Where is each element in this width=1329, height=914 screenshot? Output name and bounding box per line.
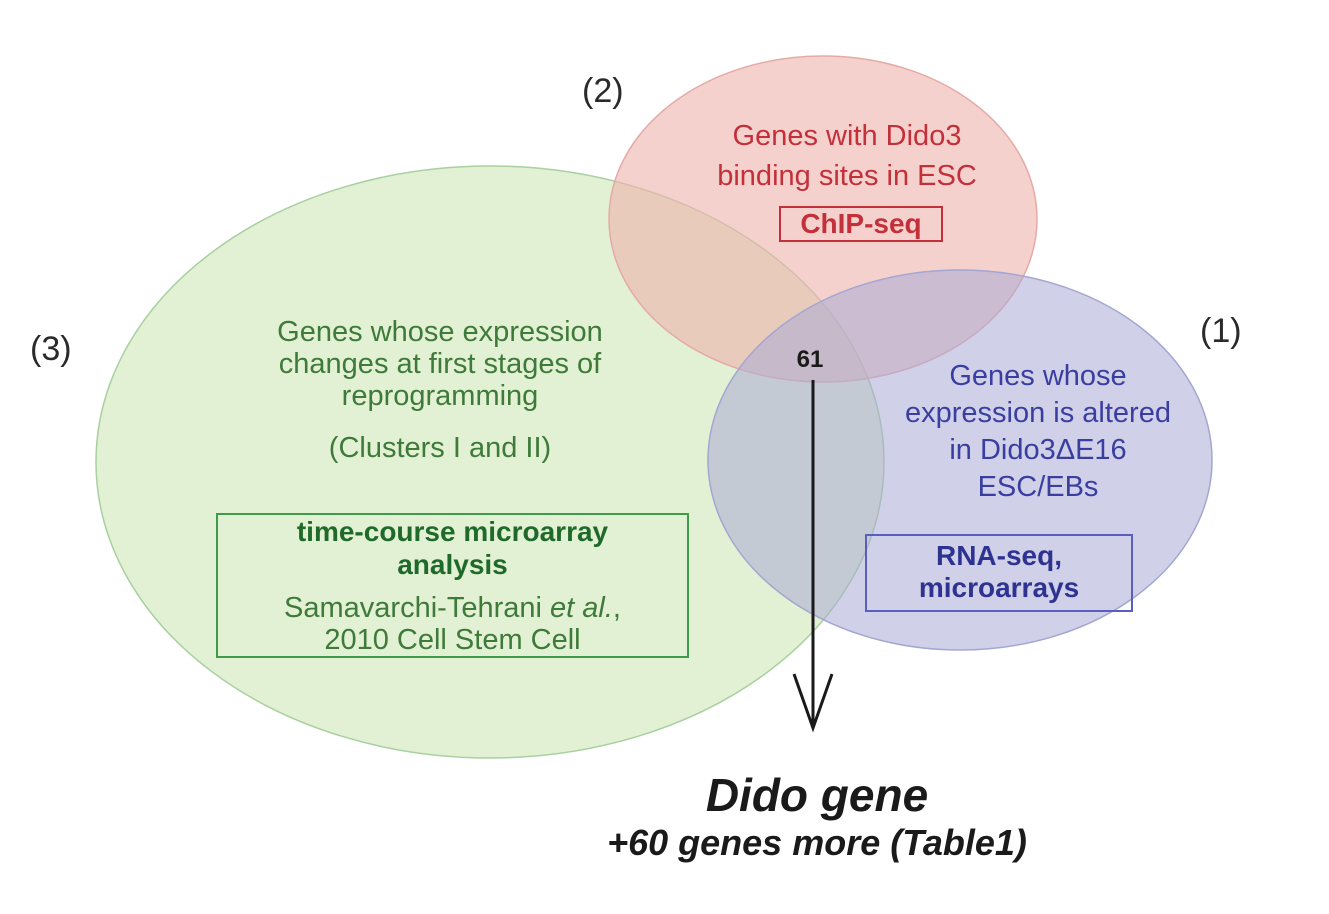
- set3-method-line2: analysis: [397, 549, 508, 580]
- result-arrow-head: [792, 673, 834, 733]
- set2-method-box: ChIP-seq: [779, 206, 943, 242]
- set3-method-line1: time-course microarray: [296, 516, 609, 547]
- set2-number: (2): [582, 72, 624, 110]
- set3-ref-etal: et al.: [550, 592, 613, 624]
- set3-ref-line2: 2010 Cell Stem Cell: [324, 624, 581, 656]
- set1-number: (1): [1200, 312, 1242, 350]
- set2-description: Genes with Dido3 binding sites in ESC: [647, 116, 1047, 196]
- set1-circle: [707, 269, 1213, 651]
- set3-clusters: (Clusters I and II): [328, 432, 552, 464]
- set3-line2: changes at first stages of: [278, 348, 602, 380]
- set3-line3: reprogramming: [341, 380, 539, 412]
- set1-line4: ESC/EBs: [977, 471, 1099, 503]
- set1-description: Genes whose expression is altered in Did…: [838, 358, 1238, 506]
- set3-ref-line1: Samavarchi-Tehrani et al.,: [216, 592, 689, 624]
- result-subtitle: +60 genes more (Table1): [607, 822, 1027, 863]
- set3-method-box: [216, 513, 689, 658]
- set1-method-line1: RNA-seq,: [935, 540, 1062, 571]
- set1-line2: expression is altered: [905, 397, 1171, 429]
- set3-reference: Samavarchi-Tehrani et al., 2010 Cell Ste…: [216, 592, 689, 656]
- set3-number: (3): [30, 330, 72, 368]
- set2-line1: Genes with Dido3: [732, 120, 962, 152]
- set3-ref-comma: ,: [612, 592, 621, 624]
- set3-description: Genes whose expression changes at first …: [240, 316, 640, 412]
- set1-method-box: [865, 534, 1133, 612]
- set3-line1: Genes whose expression: [277, 316, 603, 348]
- set2-line2: binding sites in ESC: [717, 160, 977, 192]
- set1-line1: Genes whose: [949, 360, 1127, 392]
- result-title: Dido gene: [705, 769, 929, 821]
- set3-method: time-course microarray analysis: [216, 515, 689, 581]
- set1-line3: in Dido3ΔE16: [949, 434, 1127, 466]
- intersection-count: 61: [796, 346, 824, 373]
- set3-ref-authors: Samavarchi-Tehrani: [284, 592, 542, 624]
- set1-method: RNA-seq, microarrays: [865, 540, 1133, 604]
- set2-method: ChIP-seq: [800, 208, 922, 239]
- set1-method-line2: microarrays: [918, 572, 1080, 603]
